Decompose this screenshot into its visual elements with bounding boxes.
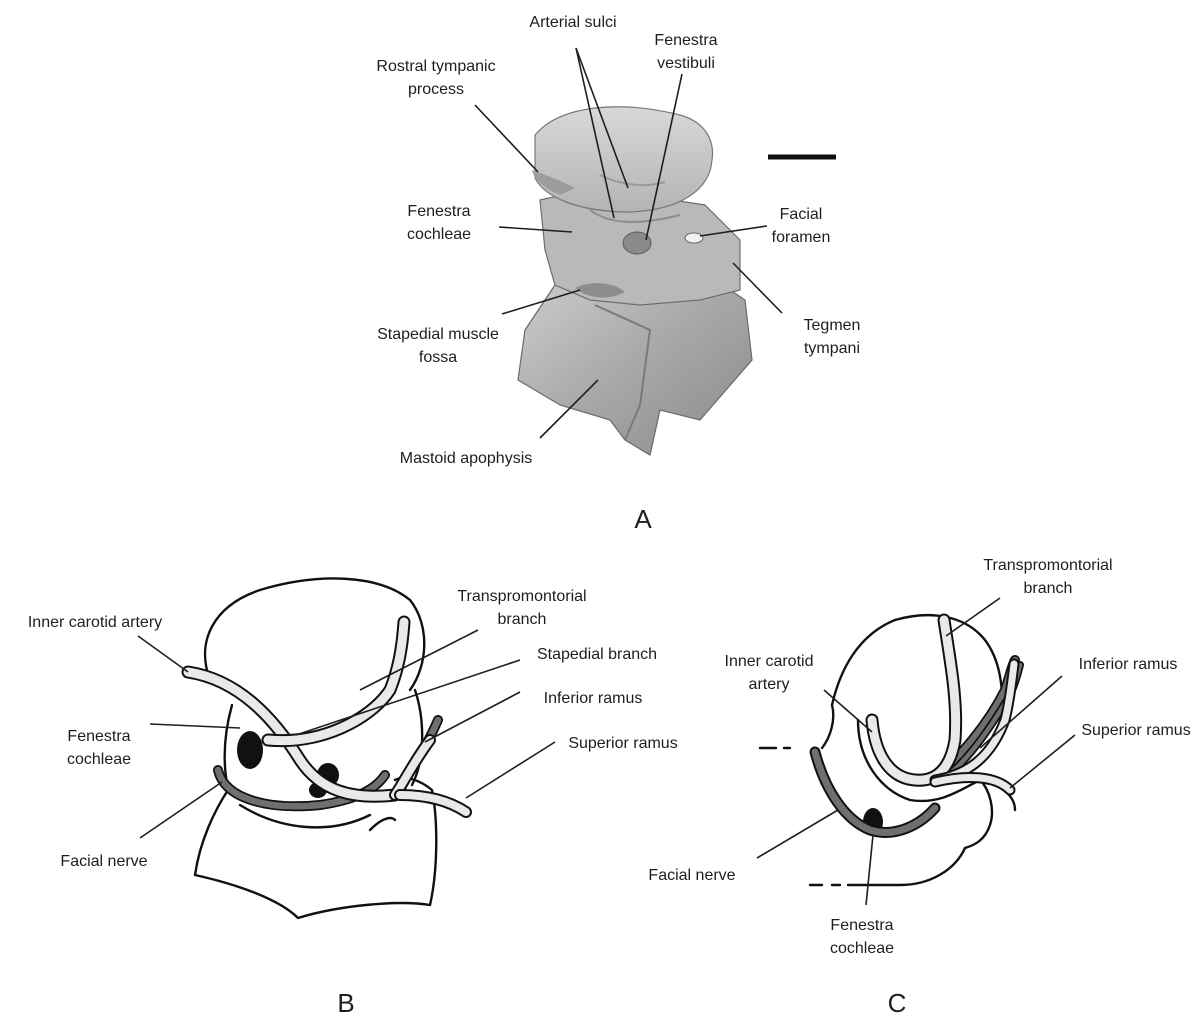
label-facial-nerve-b: Facial nerve [60,853,147,870]
label-stapedial-fossa-line2: fossa [419,349,457,366]
label-fenestra-cochleae-b-line2: cochleae [67,751,131,768]
label-transpromontorial-c-line2: branch [1024,580,1073,597]
label-transpromontorial-b-line2: branch [498,611,547,628]
label-tegmen-line1: Tegmen [804,317,861,334]
label-fenestra-cochleae-c-line2: cochleae [830,940,894,957]
label-transpromontorial-b-line1: Transpromontorial [457,588,586,605]
label-fenestra-cochleae-a-line2: cochleae [407,226,471,243]
label-inner-carotid-c-line1: Inner carotid [725,653,814,670]
panel-c: Transpromontorial branch Inner carotid a… [648,557,1190,1018]
fenestra-cochleae-b [237,731,263,769]
transpromontorial-branch-b [268,622,404,741]
label-fenestra-cochleae-a-line1: Fenestra [407,203,470,220]
label-stapedial-fossa-line1: Stapedial muscle [377,326,499,343]
label-mastoid-apophysis: Mastoid apophysis [400,450,533,467]
label-inner-carotid-b: Inner carotid artery [28,614,162,631]
label-facial-foramen-line2: foramen [772,229,831,246]
label-fenestra-cochleae-c-line1: Fenestra [830,917,893,934]
label-inferior-ramus-c: Inferior ramus [1079,656,1178,673]
panel-b-leaders [138,630,555,838]
panel-a: Arterial sulci Fenestra vestibuli Rostra… [376,14,860,534]
petrosal-specimen-render [518,107,752,455]
label-rostral-tympanic-line1: Rostral tympanic [376,58,495,75]
label-superior-ramus-b: Superior ramus [568,735,677,752]
label-rostral-tympanic-line2: process [408,81,464,98]
stapedial-branch-b [395,740,430,795]
panel-letter-a: A [634,504,652,534]
panel-letter-b: B [337,988,354,1018]
label-fenestra-vestibuli-line2: vestibuli [657,55,715,72]
label-inferior-ramus-b: Inferior ramus [544,690,643,707]
label-inner-carotid-c-line2: artery [749,676,790,693]
label-fenestra-vestibuli-line1: Fenestra [654,32,717,49]
panel-letter-c: C [888,988,907,1018]
label-arterial-sulci: Arterial sulci [529,14,616,31]
panel-c-leaders [757,598,1075,905]
label-fenestra-cochleae-b-line1: Fenestra [67,728,130,745]
label-facial-nerve-c: Facial nerve [648,867,735,884]
label-tegmen-line2: tympani [804,340,860,357]
label-transpromontorial-c-line1: Transpromontorial [983,557,1112,574]
panel-b: Inner carotid artery Transpromontorial b… [28,579,678,1018]
label-facial-foramen-line1: Facial [780,206,823,223]
label-stapedial-branch-b: Stapedial branch [537,646,657,663]
label-superior-ramus-c: Superior ramus [1081,722,1190,739]
